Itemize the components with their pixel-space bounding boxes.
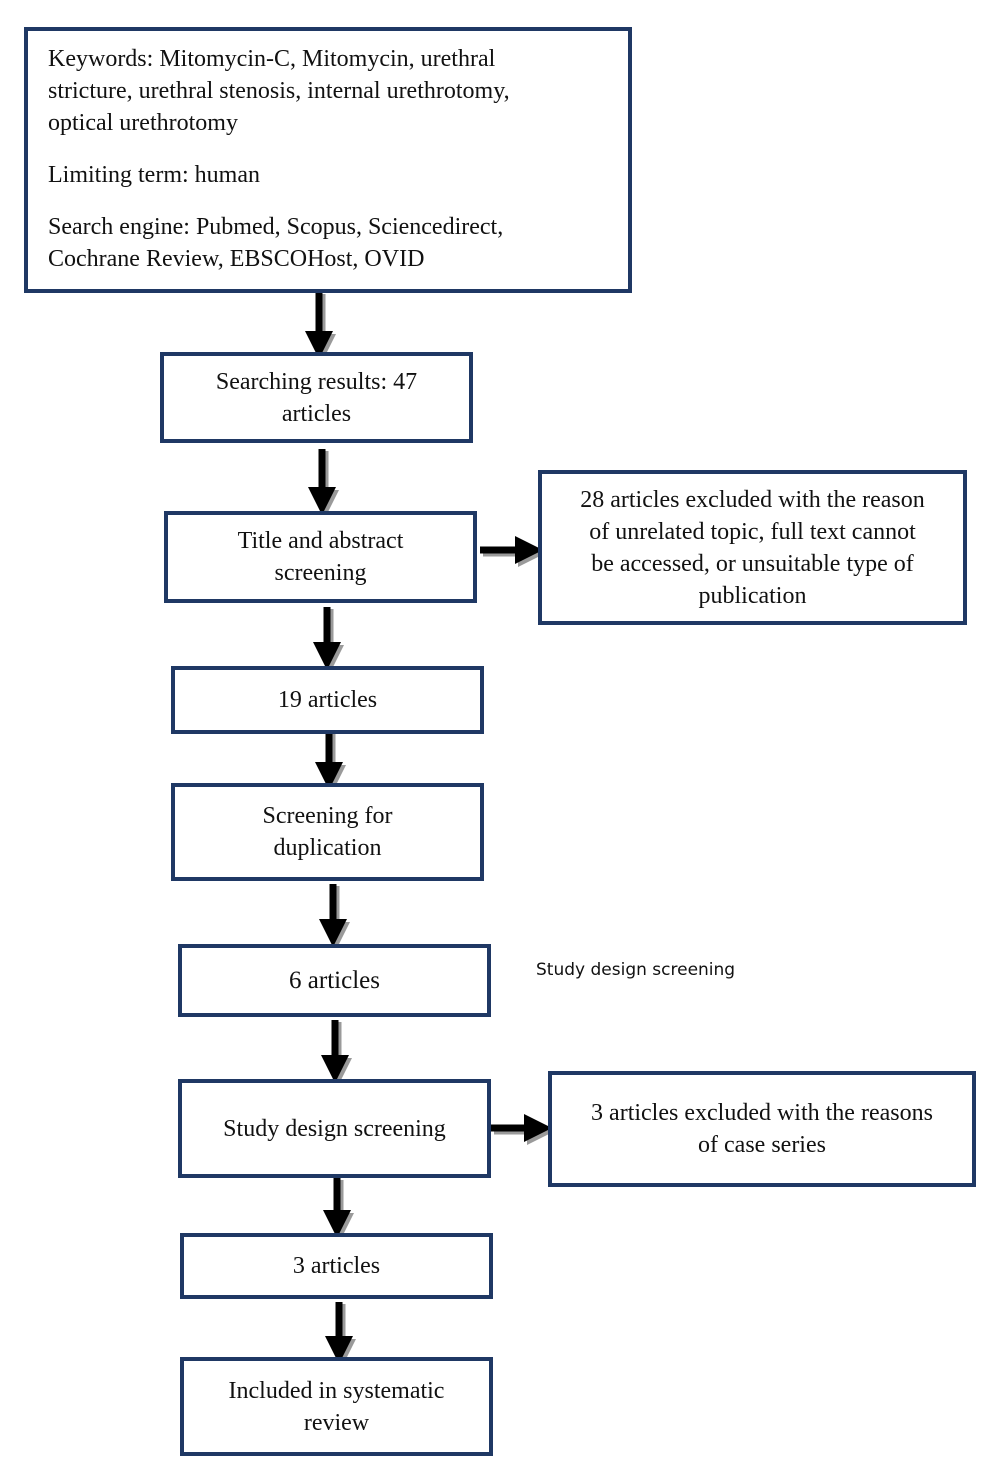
arrow-19-to-dup-screening [315,731,346,793]
searching-results-box: Searching results: 47 articles [160,352,473,443]
arrow-6-to-design-screening [321,1020,352,1086]
articles-3-box: 3 articles [180,1233,493,1299]
limiting-term-text: Limiting term: human [48,162,260,188]
excluded-28-box: 28 articles excluded with the reason of … [538,470,967,625]
articles-19-box: 19 articles [171,666,484,734]
arrow-dup-screening-to-6 [319,884,350,950]
articles-6-box: 6 articles [178,944,491,1017]
excluded-3-box: 3 articles excluded with the reasons of … [548,1071,976,1187]
arrow-design-screening-to-excluded [491,1114,555,1145]
title-abstract-screening-box: Title and abstract screening [164,511,477,603]
arrow-results-to-title-screening [308,449,339,518]
search-criteria-box: Keywords: Mitomycin-C, Mitomycin, urethr… [24,27,632,293]
search-engine-text: Search engine: Pubmed, Scopus, Sciencedi… [48,214,504,272]
arrow-search-to-results [305,292,336,362]
arrow-title-screening-to-19 [313,607,344,673]
arrow-title-screening-to-excluded [480,536,546,567]
study-design-screening-box: Study design screening [178,1079,491,1178]
arrow-3-to-included [325,1302,356,1367]
keywords-text: Keywords: Mitomycin-C, Mitomycin, urethr… [48,46,510,136]
included-review-box: Included in systematic review [180,1357,493,1456]
arrow-design-screening-to-3 [323,1178,354,1241]
study-design-side-note: Study design screening [536,960,736,980]
duplication-screening-box: Screening for duplication [171,783,484,881]
